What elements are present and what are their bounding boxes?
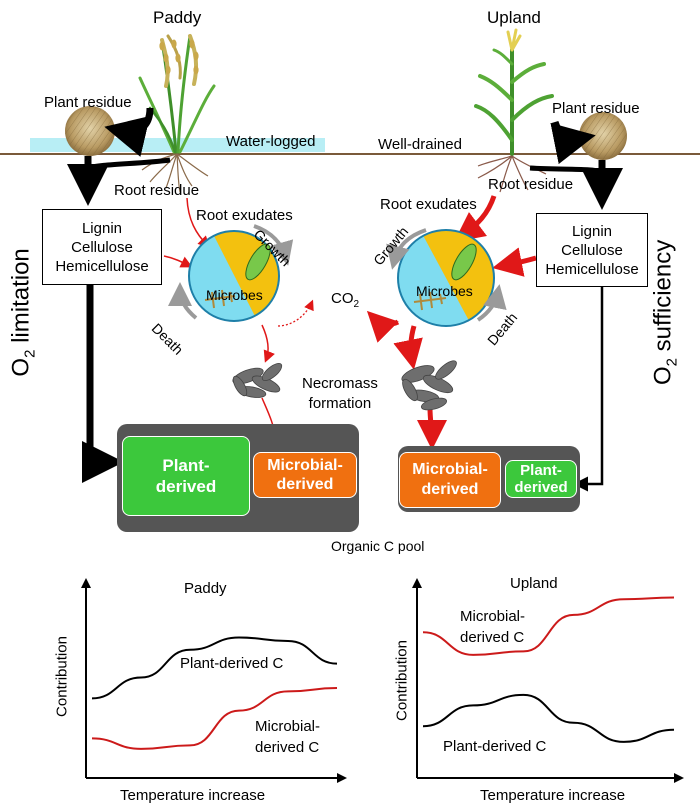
plant-derived-right: Plant-derived	[505, 460, 577, 498]
chart-paddy-ylabel: Contribution	[53, 636, 71, 717]
cellulose-label: Cellulose	[561, 241, 623, 259]
lignin-to-microbes-arrow-right	[492, 247, 537, 277]
co2-arrow-left	[277, 299, 314, 327]
arrow-lignin-to-plant-derived-left	[82, 285, 124, 483]
plant-residue-label-left: Plant residue	[44, 94, 132, 111]
necromass-left	[232, 362, 283, 398]
paddy-plant-derived-label: Plant-derived C	[180, 655, 284, 672]
necromass-to-microbial-arrow-right	[416, 407, 447, 450]
upland-microbial-derived-label: Microbial-derived C	[460, 608, 526, 646]
root-exudate-arrow-right	[454, 195, 497, 243]
growth-arrow-left	[253, 224, 294, 266]
chart-upland-ylabel: Contribution	[393, 640, 411, 721]
upland-title: Upland	[487, 8, 541, 27]
microbes-to-necromass-arrow-right	[393, 325, 423, 370]
chart-upland-xlabel: Temperature increase	[480, 787, 626, 804]
lignin-box-right: Lignin Cellulose Hemicellulose	[536, 213, 648, 287]
o2-limitation-label: O2 limitation	[7, 248, 39, 377]
water-logged-label: Water-logged	[226, 133, 316, 150]
plant-residue-label-right: Plant residue	[552, 100, 640, 117]
maize-roots-icon	[477, 155, 547, 193]
residue-arrow-right	[550, 120, 596, 165]
rice-roots-icon	[141, 153, 209, 193]
cellulose-label: Cellulose	[71, 238, 133, 256]
plant-derived-left: Plant-derived	[122, 436, 250, 516]
chart-paddy	[81, 578, 347, 783]
death-arrow-right	[476, 284, 507, 322]
root-residue-arrow-left	[87, 157, 171, 171]
microbes-label-left: Microbes	[206, 287, 263, 303]
rice-plant-icon	[138, 34, 216, 154]
organic-c-pool-label: Organic C pool	[331, 538, 425, 554]
growth-arrow-right	[386, 228, 427, 270]
chart-paddy-title: Paddy	[184, 580, 227, 597]
microbial-derived-right: Microbial-derived	[399, 452, 501, 508]
paddy-microbial-derived-label: Microbial-derived C	[255, 718, 321, 756]
paddy-title: Paddy	[153, 8, 202, 27]
root-exudates-label-left: Root exudates	[196, 207, 293, 224]
lignin-box-left: Lignin Cellulose Hemicellulose	[42, 209, 162, 285]
root-residue-arrow-right	[529, 165, 603, 175]
maize-plant-icon	[474, 28, 554, 156]
root-residue-label-right: Root residue	[488, 176, 574, 193]
plant-residue-ball-left	[65, 106, 115, 156]
microbial-derived-left: Microbial-derived	[253, 452, 357, 498]
hemicellulose-label: Hemicellulose	[545, 260, 639, 278]
arrow-lignin-to-plant-derived-right	[573, 286, 604, 492]
hemicellulose-label: Hemicellulose	[55, 257, 149, 275]
chart-upland	[412, 578, 684, 783]
death-arrow-left	[168, 282, 198, 320]
plant-residue-ball-right	[579, 112, 627, 160]
series-line-plant-derived-c	[422, 693, 675, 743]
chart-paddy-xlabel: Temperature increase	[120, 787, 266, 804]
microbes-circle-right	[397, 229, 495, 327]
necromass-right	[401, 360, 457, 411]
series-line-plant-derived-c	[91, 636, 338, 700]
lignin-label: Lignin	[571, 222, 613, 240]
root-residue-label-left: Root residue	[114, 182, 200, 199]
microbes-circle-left	[188, 230, 280, 322]
co2-label: CO2	[331, 290, 360, 310]
microbes-to-necromass-arrow-left	[261, 324, 275, 363]
series-line-microbial-derived-c	[422, 596, 675, 656]
microbes-label-right: Microbes	[416, 283, 473, 299]
lignin-label: Lignin	[81, 219, 123, 237]
o2-sufficiency-label: O2 sufficiency	[649, 239, 681, 386]
co2-arrow-right	[366, 310, 400, 343]
upland-plant-derived-label: Plant-derived C	[443, 738, 547, 755]
residue-arrow-left	[104, 107, 154, 157]
well-drained-label: Well-drained	[378, 136, 462, 153]
series-line-microbial-derived-c	[91, 687, 338, 750]
chart-upland-title: Upland	[510, 575, 558, 592]
lignin-to-microbes-arrow-left	[163, 255, 193, 268]
root-exudates-label-right: Root exudates	[380, 196, 477, 213]
